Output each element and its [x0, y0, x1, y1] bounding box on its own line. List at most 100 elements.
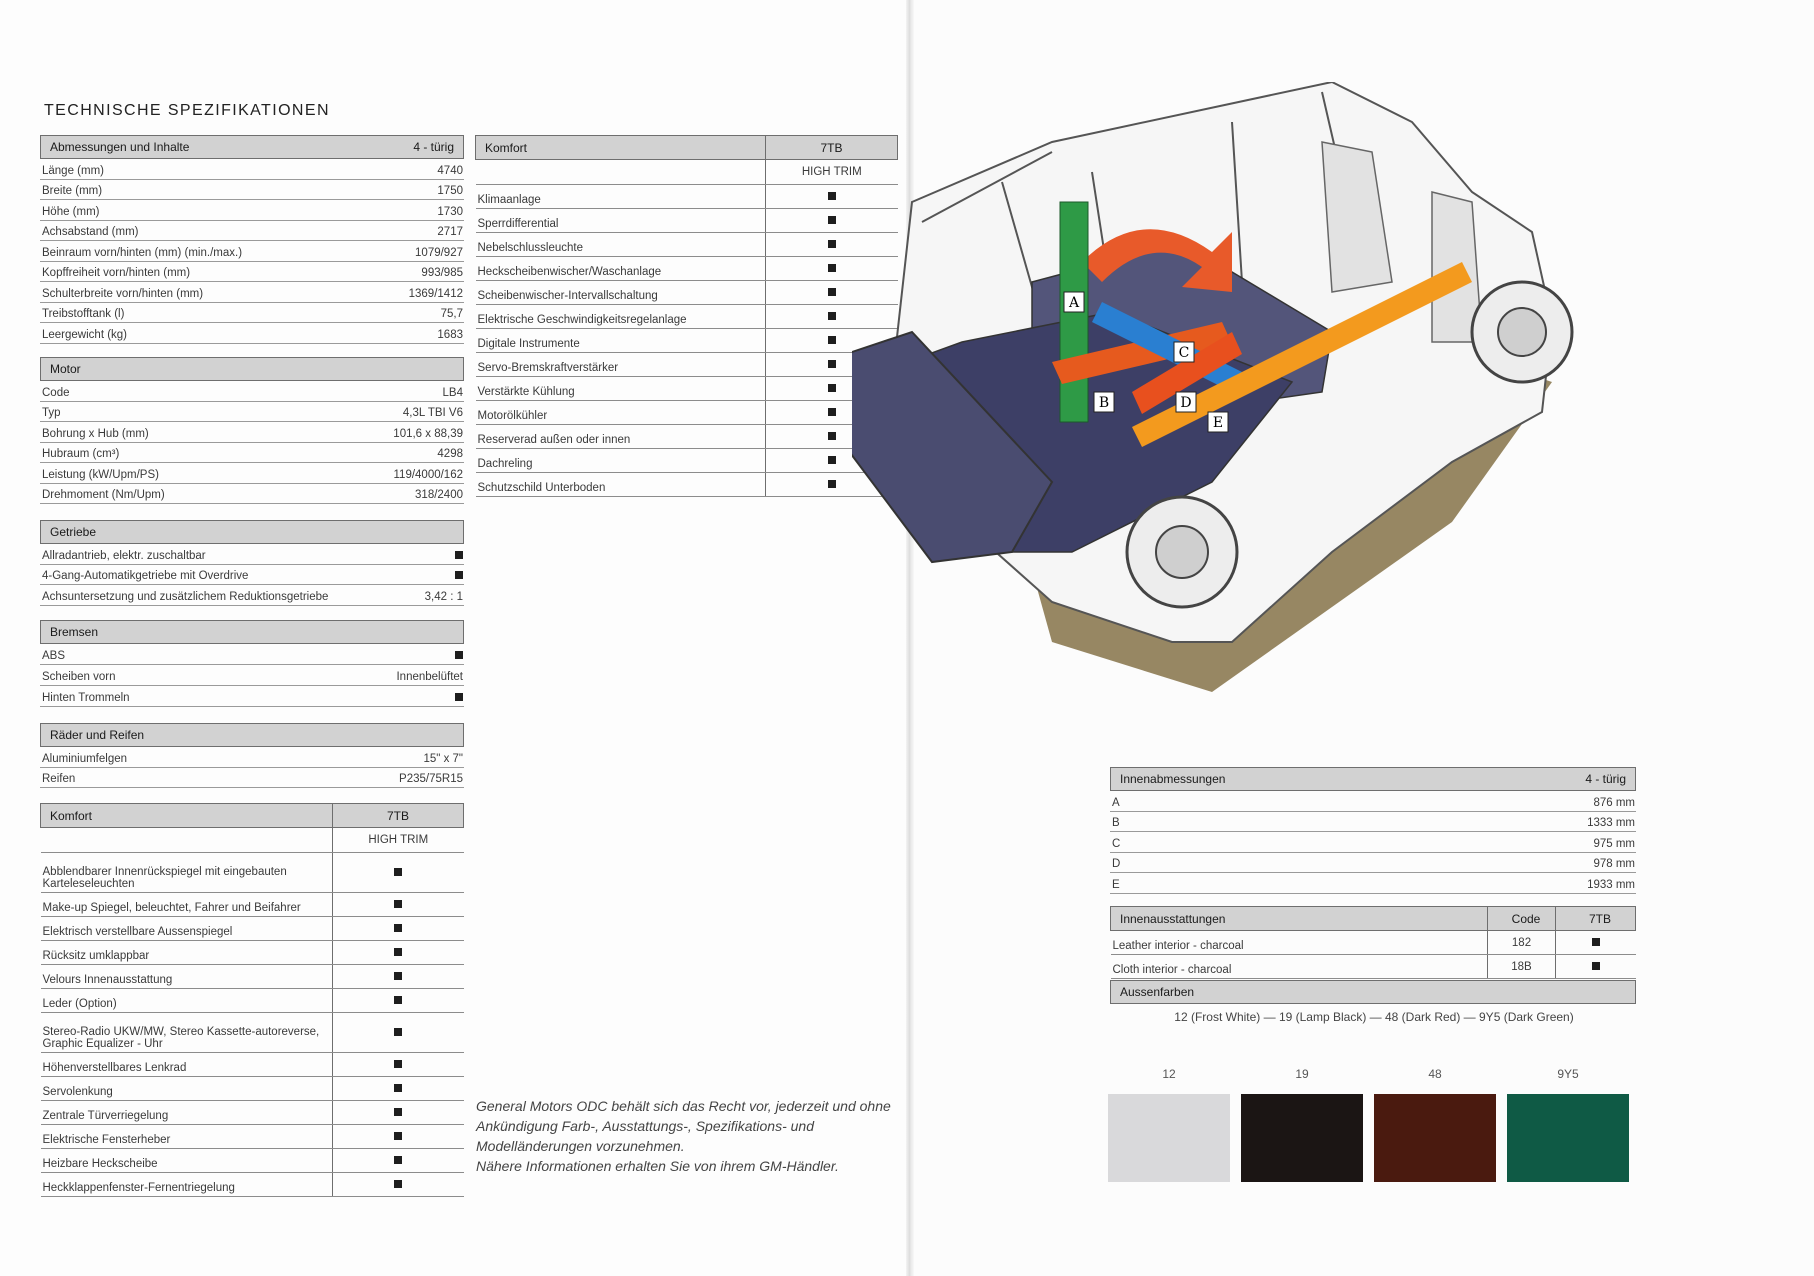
komfort-label: Scheibenwischer-Intervallschaltung [475, 280, 766, 305]
komfort-check [765, 304, 898, 329]
spec-row: Hubraum (cm³) 4298 [40, 443, 464, 463]
komfort-row: Servolenkung [40, 1076, 464, 1101]
swatch-code: 12 [1162, 1067, 1176, 1081]
komfort-check [765, 232, 898, 257]
komfort-label: Heckscheibenwischer/Waschanlage [475, 256, 766, 281]
check-mark-icon [394, 971, 403, 980]
check-mark-icon [827, 431, 836, 440]
check-mark-icon [394, 1131, 403, 1140]
spec-label: Hubraum (cm³) [42, 448, 120, 460]
komfort-right-sub: HIGH TRIM [765, 159, 898, 185]
komfort-row: Heckscheibenwischer/Waschanlage [475, 256, 898, 281]
spec-value [455, 570, 464, 582]
komfort-check [332, 1172, 464, 1197]
komfort-row: Heckklappenfenster-Fernentriegelung [40, 1172, 464, 1197]
komfort-label: Servolenkung [40, 1076, 333, 1101]
komfort-row: Schutzschild Unterboden [475, 472, 898, 497]
komfort-label: Heizbare Heckscheibe [40, 1148, 333, 1173]
spec-value: 1933 mm [1587, 878, 1635, 891]
innenabmessungen-header-label: Innenabmessungen [1120, 772, 1226, 786]
komfort-check [332, 964, 464, 989]
spec-label: Drehmoment (Nm/Upm) [42, 489, 165, 501]
komfort-label: Heckklappenfenster-Fernentriegelung [40, 1172, 333, 1197]
bremsen-header: Bremsen [40, 620, 464, 644]
komfort-row: Elektrisch verstellbare Aussenspiegel [40, 916, 464, 941]
dimension-bar-d [1132, 332, 1242, 414]
disclaimer-line-2: Nähere Informationen erhalten Sie von ih… [476, 1158, 839, 1174]
komfort-label: Reserverad außen oder innen [475, 424, 766, 449]
label-d: D [1175, 391, 1197, 413]
spec-label: Kopffreiheit vorn/hinten (mm) [42, 267, 191, 279]
komfort-row: Klimaanlage [475, 184, 898, 209]
check-mark-icon [827, 239, 836, 248]
aussenfarben-title: Aussenfarben [1120, 985, 1195, 999]
fold-arrow [1082, 229, 1232, 292]
komfort-right-col: 7TB [765, 135, 898, 160]
check-mark-icon [827, 215, 836, 224]
komfort-label: Stereo-Radio UKW/MW, Stereo Kassette-aut… [40, 1012, 333, 1053]
color-swatch [1241, 1094, 1363, 1182]
komfort-check [765, 208, 898, 233]
swatch-code: 19 [1295, 1067, 1309, 1081]
spec-value: Innenbelüftet [396, 671, 463, 683]
check-mark-icon [827, 383, 836, 392]
komfort-row: Elektrische Geschwindigkeitsregelanlage [475, 304, 898, 329]
komfort-label: Elektrisch verstellbare Aussenspiegel [40, 916, 333, 941]
check-mark-icon [827, 479, 836, 488]
spec-label: Typ [42, 407, 61, 419]
komfort-label: Nebelschlussleuchte [475, 232, 766, 257]
komfort-row: Abblendbarer Innenrückspiegel mit eingeb… [40, 852, 464, 893]
aussenfarben-header: Aussenfarben [1110, 980, 1636, 1004]
komfort-row: Nebelschlussleuchte [475, 232, 898, 257]
komfort-row: Motorölkühler [475, 400, 898, 425]
komfort-label: Velours Innenausstattung [40, 964, 333, 989]
spec-row: Achsabstand (mm)2717 [40, 221, 464, 241]
komfort-left-sub: HIGH TRIM [332, 827, 464, 853]
swatch-code: 48 [1428, 1067, 1442, 1081]
innenausstattungen-code-col: Code [1487, 906, 1556, 931]
komfort-check [765, 280, 898, 305]
spec-row: Schulterbreite vorn/hinten (mm)1369/1412 [40, 282, 464, 303]
komfort-label: Digitale Instrumente [475, 328, 766, 353]
check-mark-icon [394, 867, 403, 876]
spec-row: Breite (mm)1750 [40, 180, 464, 200]
disclaimer-line-1: General Motors ODC behält sich das Recht… [476, 1098, 891, 1154]
check-mark-icon [455, 571, 463, 579]
innenabmessungen-header-value: 4 - türig [1585, 772, 1626, 786]
komfort-check [332, 1124, 464, 1149]
spec-label: C [1112, 837, 1121, 850]
check-mark-icon [394, 995, 403, 1004]
komfort-label: Sperrdifferential [475, 208, 766, 233]
spec-label: B [1112, 817, 1120, 829]
spec-label: Allradantrieb, elektr. zuschaltbar [42, 549, 206, 562]
komfort-row: Make-up Spiegel, beleuchtet, Fahrer und … [40, 892, 464, 917]
spec-value: 15" x 7" [423, 752, 464, 765]
spec-label: Länge (mm) [42, 164, 104, 177]
spec-label: A [1112, 796, 1120, 809]
spec-value: 4298 [437, 448, 463, 460]
komfort-label: Klimaanlage [475, 184, 766, 209]
check-mark-icon [394, 1107, 403, 1116]
page-fold [906, 0, 914, 1276]
spec-label: Schulterbreite vorn/hinten (mm) [42, 287, 204, 300]
komfort-check [332, 940, 464, 965]
aussenfarben-list: 12 (Frost White) — 19 (Lamp Black) — 48 … [1174, 1010, 1574, 1024]
spec-value: 1333 mm [1587, 817, 1635, 829]
spec-value: 101,6 x 88,39 [393, 427, 463, 440]
spec-value: 876 mm [1593, 796, 1635, 809]
bremsen-header-label: Bremsen [50, 625, 99, 639]
komfort-check [332, 1100, 464, 1125]
check-mark-icon [394, 923, 403, 932]
motor-header: Motor [40, 357, 464, 381]
check-mark-icon [394, 1179, 403, 1188]
